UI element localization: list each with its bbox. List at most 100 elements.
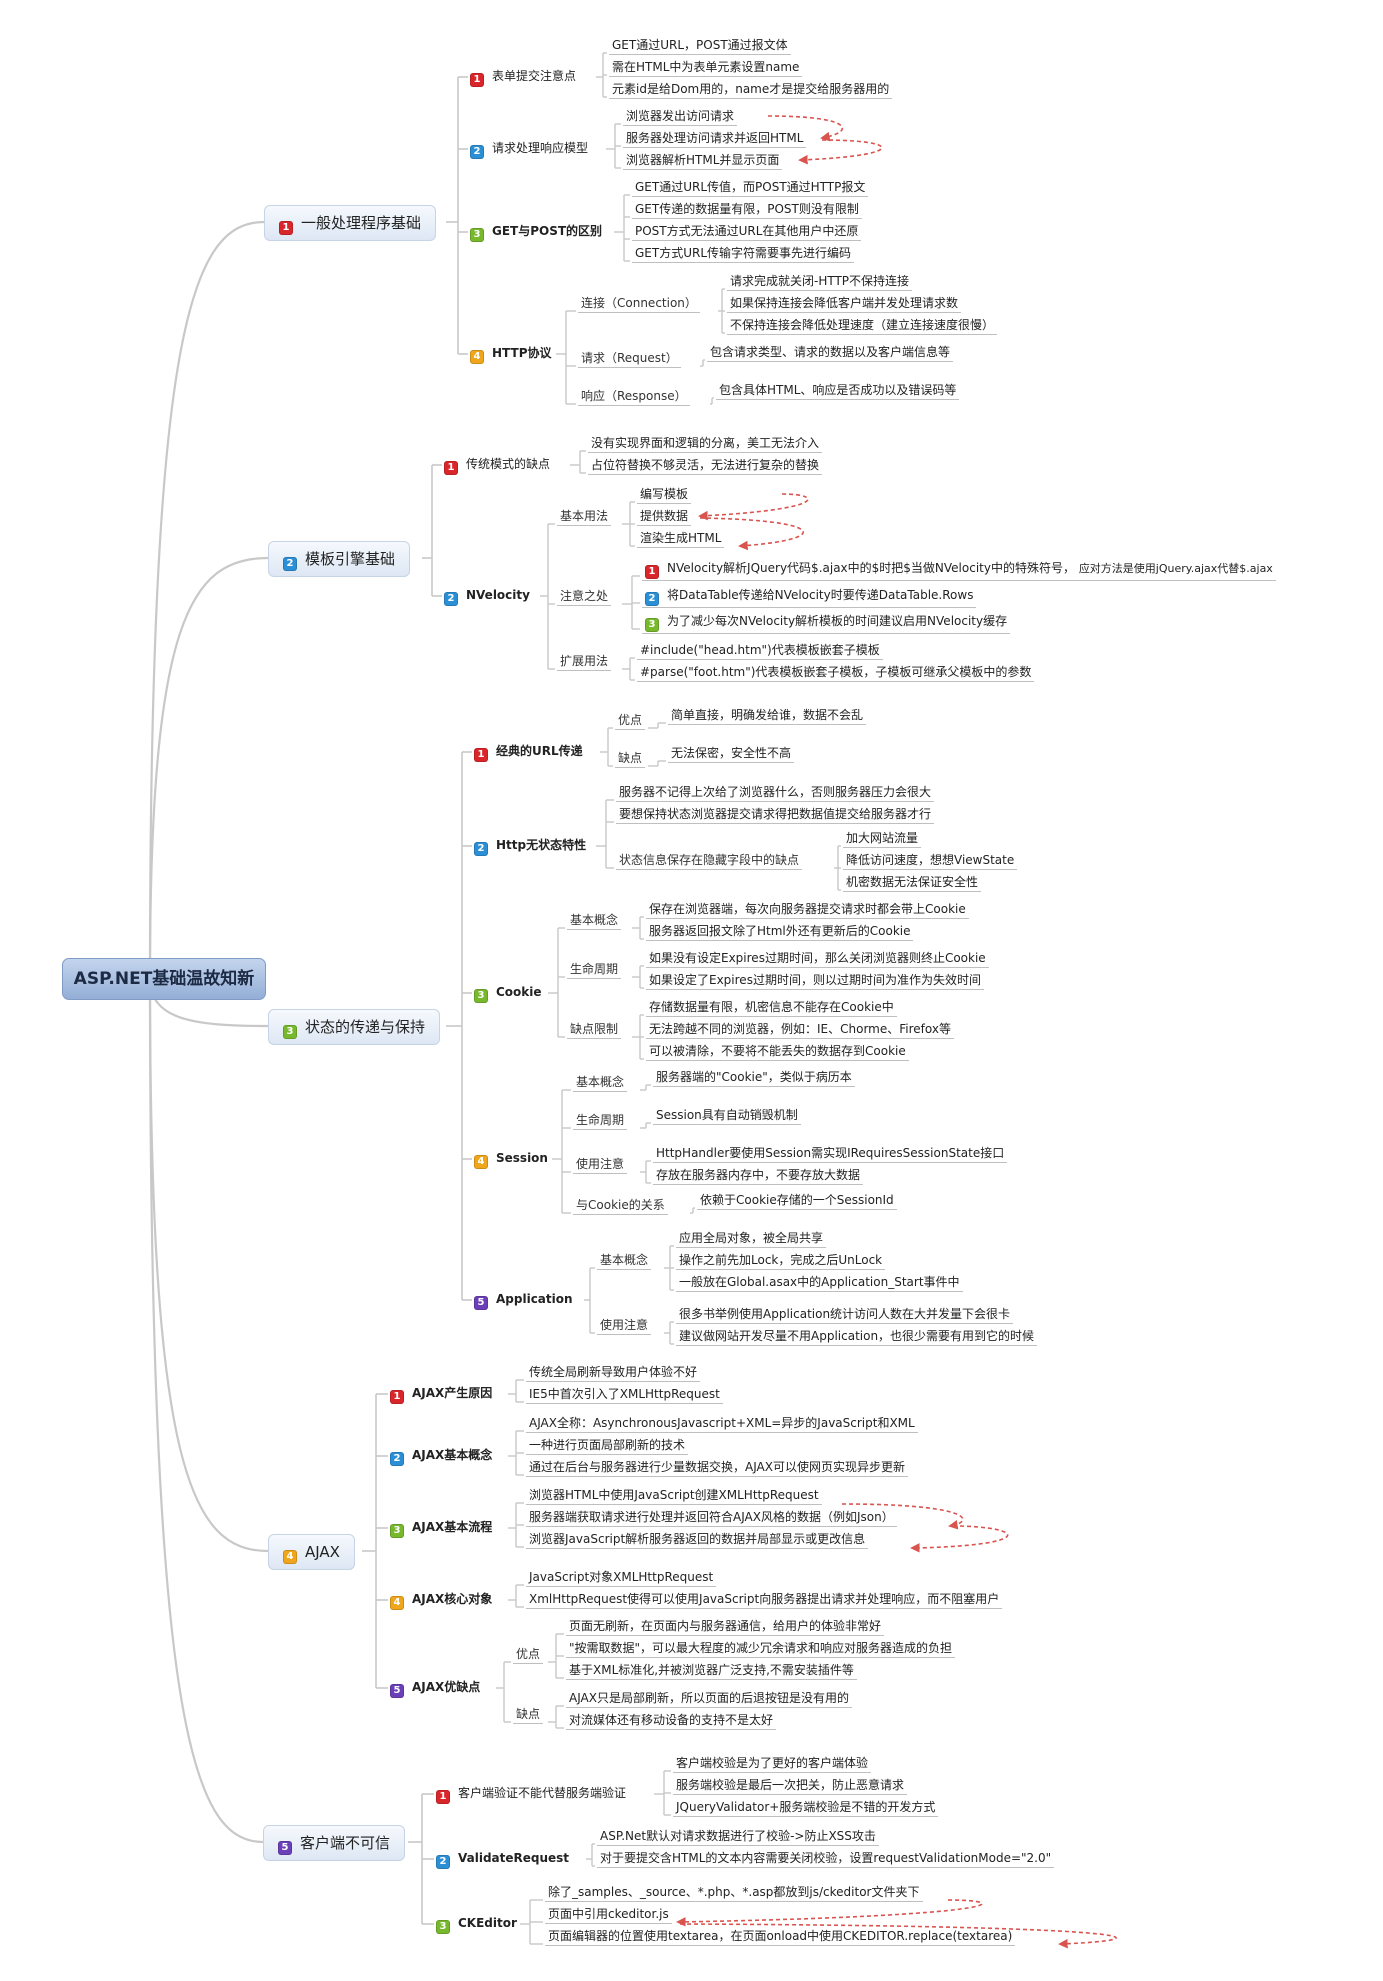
leaf: 降低访问速度，想想ViewState [843, 853, 1018, 870]
section-label: AJAX优缺点 [412, 1680, 481, 1694]
leaf: 占位符替换不够灵活，无法进行复杂的替换 [588, 458, 823, 475]
section-label: AJAX基本流程 [412, 1520, 493, 1534]
leaf: 包含具体HTML、响应是否成功以及错误码等 [716, 383, 960, 400]
number-4-icon: 4 [470, 350, 484, 364]
leaf: 元素id是给Dom用的，name才是提交给服务器用的 [609, 82, 893, 99]
leaf: 包含请求类型、请求的数据以及客户端信息等 [707, 345, 954, 362]
group-cons: 缺点 [615, 751, 646, 768]
group-response: 响应（Response） [578, 389, 690, 406]
section-ckeditor[interactable]: 3 CKEditor [436, 1916, 517, 1934]
section-label: 传统模式的缺点 [466, 457, 551, 471]
leaf: 依赖于Cookie存储的一个SessionId [697, 1193, 897, 1210]
number-1-icon: 1 [279, 221, 293, 235]
leaf: 浏览器解析HTML并显示页面 [623, 153, 783, 170]
number-4-icon: 4 [474, 1155, 488, 1169]
section-nvelocity[interactable]: 2 NVelocity [444, 588, 530, 606]
leaf: GET传递的数据量有限，POST则没有限制 [632, 202, 862, 219]
number-2-icon: 2 [645, 592, 659, 606]
leaf: 建议做网站开发尽量不用Application，也很少需要有用到它的时候 [676, 1329, 1038, 1346]
section-label: AJAX基本概念 [412, 1448, 493, 1462]
section-url-passing[interactable]: 1 经典的URL传递 [474, 744, 583, 762]
leaf: 服务器端的"Cookie"，类似于病历本 [653, 1070, 855, 1087]
group-extended-usage: 扩展用法 [557, 654, 612, 671]
leaf: 不保持连接会降低处理速度（建立连接速度很慢） [727, 318, 998, 335]
group-lifecycle: 生命周期 [573, 1113, 628, 1130]
section-label: ValidateRequest [458, 1851, 570, 1865]
section-label: CKEditor [458, 1916, 517, 1930]
section-label: AJAX核心对象 [412, 1592, 493, 1606]
leaf: #parse("foot.htm")代表模板嵌套子模板，子模板可继承父模板中的参… [637, 665, 1035, 682]
leaf: 应用全局对象，被全局共享 [676, 1231, 827, 1248]
leaf: 服务端校验是最后一次把关，防止恶意请求 [673, 1778, 908, 1795]
section-http-protocol[interactable]: 4 HTTP协议 [470, 346, 552, 364]
section-label: Http无状态特性 [496, 838, 587, 852]
root-connector [148, 220, 265, 979]
leaf: 需在HTML中为表单元素设置name [609, 60, 803, 77]
leaf: 存放在服务器内存中，不要存放大数据 [653, 1168, 864, 1185]
section-label: 经典的URL传递 [496, 744, 583, 758]
leaf: 页面编辑器的位置使用textarea，在页面onload中使用CKEDITOR.… [545, 1929, 1016, 1946]
section-label: NVelocity [466, 588, 530, 602]
leaf: GET通过URL传值，而POST通过HTTP报文 [632, 180, 869, 197]
section-label: Session [496, 1151, 548, 1165]
number-1-icon: 1 [436, 1790, 450, 1804]
section-label: Application [496, 1292, 573, 1306]
section-traditional-drawbacks[interactable]: 1 传统模式的缺点 [444, 457, 550, 475]
number-1-icon: 1 [390, 1390, 404, 1404]
root-node[interactable]: ASP.NET基础温故知新 [62, 958, 266, 1000]
flow-arrow [679, 1923, 1117, 1949]
number-1-icon: 1 [645, 565, 659, 579]
leaf: 如果设定了Expires过期时间，则以过期时间为准作为失效时间 [646, 973, 984, 990]
group-connection: 连接（Connection） [578, 296, 700, 313]
number-2-icon: 2 [470, 145, 484, 159]
leaf: HttpHandler要使用Session需实现IRequiresSession… [653, 1146, 1008, 1163]
number-3-icon: 3 [474, 989, 488, 1003]
number-1-icon: 1 [444, 461, 458, 475]
section-label: Cookie [496, 985, 542, 999]
leaf: IE5中首次引入了XMLHttpRequest [526, 1387, 723, 1404]
section-label: HTTP协议 [492, 346, 552, 360]
flow-arrow [676, 1899, 983, 1927]
branch-label: 客户端不可信 [300, 1834, 391, 1852]
leaf: 通过在后台与服务器进行少量数据交换，AJAX可以使网页实现异步更新 [526, 1460, 908, 1477]
flow-arrow [841, 1503, 964, 1530]
section-label: 请求处理响应模型 [492, 141, 589, 155]
leaf: JavaScript对象XMLHttpRequest [526, 1570, 717, 1587]
leaf: 服务器处理访问请求并返回HTML [623, 131, 807, 148]
leaf: 服务器端获取请求进行处理并返回符合AJAX风格的数据（例如Json） [526, 1510, 897, 1527]
section-request-model[interactable]: 2 请求处理响应模型 [470, 141, 588, 159]
leaf: ASP.Net默认对请求数据进行了校验->防止XSS攻击 [597, 1829, 879, 1846]
number-3-icon: 3 [436, 1920, 450, 1934]
leaf: 很多书举例使用Application统计访问人数在大并发量下会很卡 [676, 1307, 1014, 1324]
section-cookie[interactable]: 3 Cookie [474, 985, 542, 1003]
number-2-icon: 2 [444, 592, 458, 606]
leaf: GET方式URL传输字符需要事先进行编码 [632, 246, 855, 263]
leaf: 要想保持状态浏览器提交请求得把数据值提交给服务器才行 [616, 807, 935, 824]
leaf: 服务器返回报文除了Html外还有更新后的Cookie [646, 924, 914, 941]
section-session[interactable]: 4 Session [474, 1151, 548, 1169]
number-1-icon: 1 [474, 748, 488, 762]
leaf: 保存在浏览器端，每次向服务器提交请求时都会带上Cookie [646, 902, 969, 919]
leaf: 存储数据量有限，机密信息不能存在Cookie中 [646, 1000, 897, 1017]
leaf: 可以被清除，不要将不能丢失的数据存到Cookie [646, 1044, 909, 1061]
